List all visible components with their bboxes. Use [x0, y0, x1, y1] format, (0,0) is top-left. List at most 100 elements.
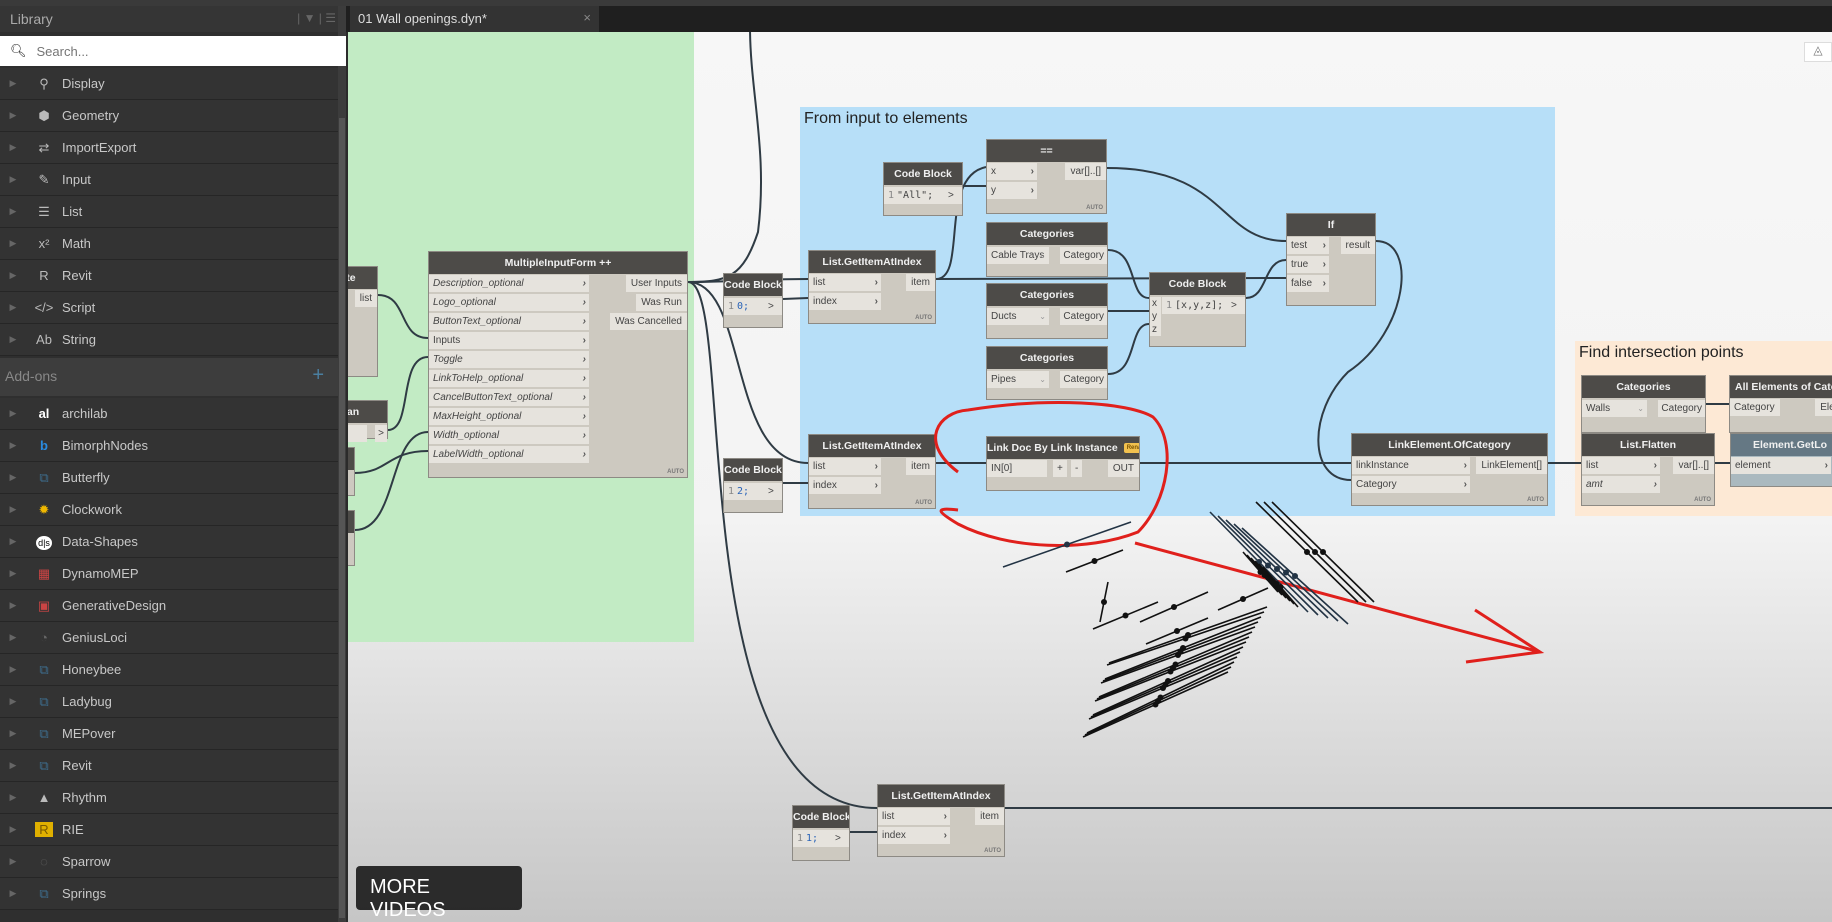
library-item-importexport[interactable]: ▶⇄ImportExport	[0, 132, 338, 164]
search-input[interactable]	[36, 43, 327, 59]
expand-arrow-icon[interactable]: ▶	[9, 174, 17, 184]
output-port[interactable]: >	[944, 187, 962, 204]
input-port-buttontext-optional[interactable]: ButtonText_optional›	[429, 313, 589, 330]
library-item-geniusloci[interactable]: ▶◔GeniusLoci	[0, 622, 338, 654]
node-title[interactable]: Categories	[987, 347, 1107, 369]
node-title[interactable]: List.GetItemAtIndex	[878, 785, 1004, 807]
node-title[interactable]: MultipleInputForm ++	[429, 252, 687, 274]
wire[interactable]	[935, 166, 987, 280]
output-port[interactable]: >	[831, 830, 849, 847]
dropdown-select[interactable]: Pipes⌄	[987, 371, 1049, 388]
input-port-z[interactable]: z	[1150, 323, 1161, 336]
library-item-springs[interactable]: ▶⧉Springs	[0, 878, 338, 910]
node-title[interactable]: Code Block	[884, 163, 962, 185]
code-editor[interactable]: 1[x,y,z];	[1162, 297, 1227, 314]
node-an[interactable]: anFalse>	[348, 400, 388, 442]
wire[interactable]	[782, 297, 809, 300]
node-title[interactable]: List.GetItemAtIndex	[809, 435, 935, 457]
close-tab-icon[interactable]: ×	[583, 10, 591, 25]
node-title[interactable]: Categories	[1582, 376, 1705, 398]
node-title[interactable]	[348, 511, 354, 533]
expand-arrow-icon[interactable]: ▶	[9, 888, 17, 898]
code-editor[interactable]: 1"All";	[884, 187, 944, 204]
node-title[interactable]: ==	[987, 140, 1106, 162]
wire[interactable]	[687, 32, 763, 283]
expand-arrow-icon[interactable]: ▶	[9, 632, 17, 642]
node-title[interactable]: Categories	[987, 223, 1107, 245]
expand-arrow-icon[interactable]: ▶	[9, 760, 17, 770]
input-port-inputs[interactable]: Inputs›	[429, 332, 589, 349]
library-item-rhythm[interactable]: ▶▲Rhythm	[0, 782, 338, 814]
output-port[interactable]: >	[1227, 297, 1245, 314]
input-port-list[interactable]: list›	[878, 808, 950, 825]
wire[interactable]	[1107, 323, 1150, 375]
node-title[interactable]: Categories	[987, 284, 1107, 306]
wire[interactable]	[1106, 167, 1287, 242]
dropdown-select[interactable]: Ducts⌄	[987, 308, 1049, 325]
view-toggle-icon[interactable]: ◬	[1804, 42, 1832, 62]
output-port-linkelement[interactable]: LinkElement[]	[1476, 457, 1547, 474]
expand-arrow-icon[interactable]: ▶	[9, 856, 17, 866]
output-port-was-cancelled[interactable]: Was Cancelled	[610, 313, 687, 330]
node-node[interactable]: ==x›y›var[]..[]AUTO	[986, 139, 1107, 214]
output-port[interactable]: Category	[1060, 371, 1107, 388]
input-port-y[interactable]: y	[1150, 310, 1161, 323]
expand-arrow-icon[interactable]: ▶	[9, 206, 17, 216]
output-port[interactable]: Category	[1060, 247, 1107, 264]
library-scrollbar-thumb[interactable]	[339, 118, 345, 918]
node-link-doc-by-link-instance[interactable]: Link Doc By Link InstanceRenamedIN[0]OUT…	[986, 436, 1140, 491]
node-title[interactable]: Link Doc By Link InstanceRenamed	[987, 437, 1139, 459]
output-port-item[interactable]: item	[906, 274, 935, 291]
wire[interactable]	[387, 356, 429, 431]
output-port-result[interactable]: result	[1340, 237, 1375, 254]
node-title[interactable]: Code Block	[724, 274, 782, 296]
wire[interactable]	[687, 281, 878, 809]
output-port[interactable]: Category	[1060, 308, 1107, 325]
input-port-false[interactable]: false›	[1287, 275, 1329, 292]
node-n-p2[interactable]	[348, 510, 355, 566]
dropdown-select[interactable]: Walls⌄	[1582, 400, 1647, 417]
input-port-x[interactable]: x	[1150, 297, 1161, 310]
output-port[interactable]: >	[375, 425, 387, 442]
expand-arrow-icon[interactable]: ▶	[9, 110, 17, 120]
input-port-index[interactable]: index›	[878, 827, 950, 844]
node-title[interactable]	[348, 448, 354, 470]
input-port-list[interactable]: list›	[1582, 457, 1660, 474]
input-port-toggle[interactable]: Toggle›	[429, 351, 589, 368]
input-port-description-optional[interactable]: Description_optional›	[429, 275, 589, 292]
input-port-test[interactable]: test›	[1287, 237, 1329, 254]
output-port-list[interactable]: list	[354, 290, 377, 307]
input-port-index[interactable]: index›	[809, 477, 881, 494]
wire[interactable]	[1245, 259, 1287, 299]
input-port-linktohelp-optional[interactable]: LinkToHelp_optional›	[429, 370, 589, 387]
node-title[interactable]: ate	[348, 267, 377, 289]
add-input-button[interactable]: +	[1053, 460, 1067, 477]
expand-arrow-icon[interactable]: ▶	[9, 728, 17, 738]
input-port-x[interactable]: x›	[987, 163, 1037, 180]
expand-arrow-icon[interactable]: ▶	[9, 600, 17, 610]
node-title[interactable]: an	[348, 401, 387, 423]
input-port-true[interactable]: true›	[1287, 256, 1329, 273]
input-port-in-0[interactable]: IN[0]	[987, 460, 1047, 477]
library-item-revit[interactable]: ▶⧉Revit	[0, 750, 338, 782]
input-port-list[interactable]: list›	[809, 458, 881, 475]
node-title[interactable]: Code Block	[724, 459, 782, 481]
output-port[interactable]: >	[764, 483, 782, 500]
library-item-input[interactable]: ▶✎Input	[0, 164, 338, 196]
